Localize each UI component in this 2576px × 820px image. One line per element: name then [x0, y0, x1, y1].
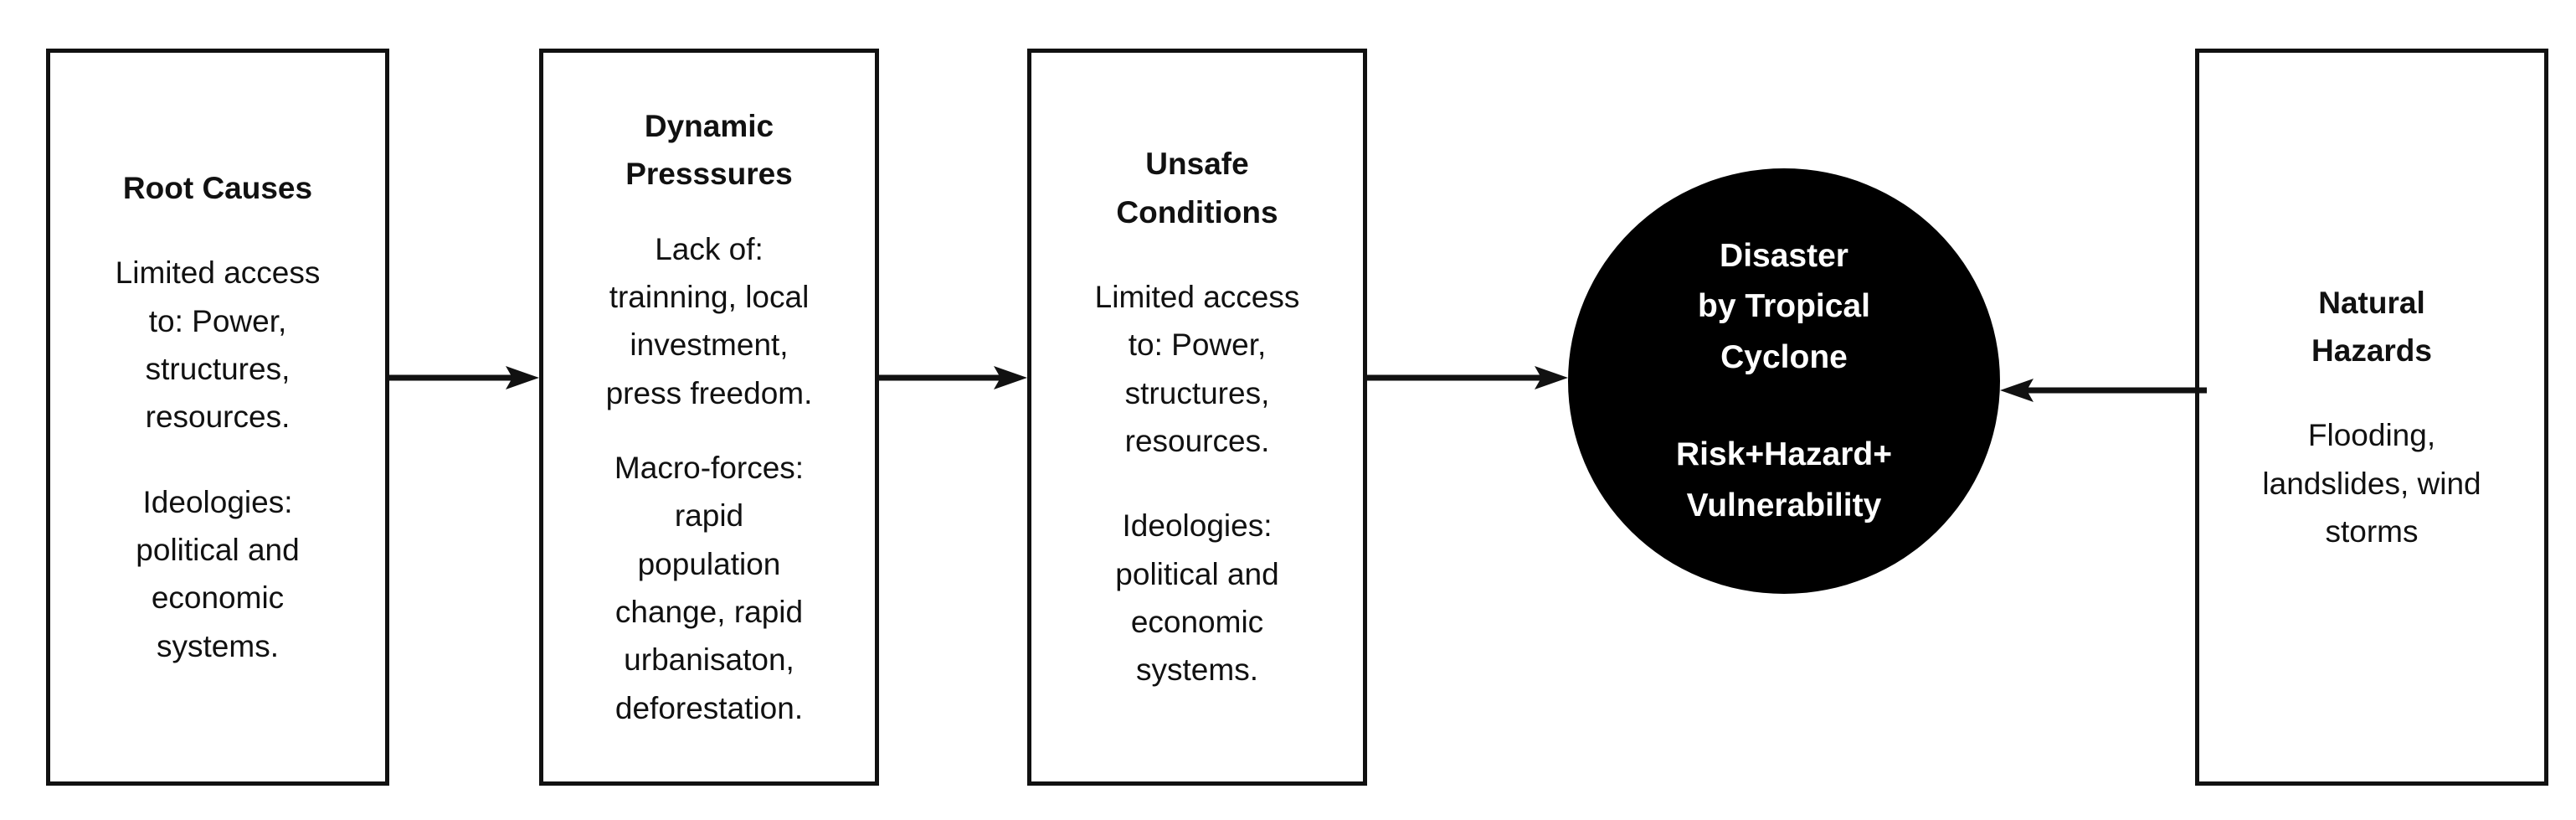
root-causes-box: Root Causes Limited access to: Power, st… [46, 49, 389, 786]
unsafe-conditions-ideologies-text: Ideologies: political and economic syste… [1115, 508, 1279, 688]
arrow-unsafe-to-disaster [1367, 366, 1568, 389]
disaster-formula: Risk+Hazard+ Vulnerability [1676, 436, 1892, 523]
dynamic-pressures-box: Dynamic Presssures Lack of: trainning, l… [539, 49, 879, 786]
arrow-root-to-dynamic [389, 366, 539, 389]
arrow-dynamic-to-unsafe [879, 366, 1027, 389]
dynamic-pressures-title: Dynamic Presssures [625, 108, 793, 192]
root-causes-title: Root Causes [122, 170, 313, 205]
dynamic-pressures-macro-text: Macro-forces: rapid population change, r… [614, 451, 805, 725]
disaster-title: Disaster by Tropical Cyclone [1698, 237, 1870, 375]
disaster-circle: Disaster by Tropical Cyclone Risk+Hazard… [1568, 168, 2000, 594]
natural-hazards-text: Flooding, landslides, wind storms [2262, 418, 2481, 549]
unsafe-conditions-access-text: Limited access to: Power, structures, re… [1094, 279, 1300, 458]
root-causes-ideologies-text: Ideologies: political and economic syste… [136, 484, 300, 663]
natural-hazards-box: Natural Hazards Flooding, landslides, wi… [2195, 49, 2548, 786]
unsafe-conditions-box: Unsafe Conditions Limited access to: Pow… [1027, 49, 1367, 786]
arrow-hazards-to-disaster [2000, 379, 2207, 402]
natural-hazards-title: Natural Hazards [2311, 285, 2432, 368]
dynamic-pressures-lack-text: Lack of: trainning, local investment, pr… [605, 231, 813, 410]
unsafe-conditions-title: Unsafe Conditions [1116, 147, 1278, 229]
root-causes-access-text: Limited access to: Power, structures, re… [115, 255, 321, 435]
